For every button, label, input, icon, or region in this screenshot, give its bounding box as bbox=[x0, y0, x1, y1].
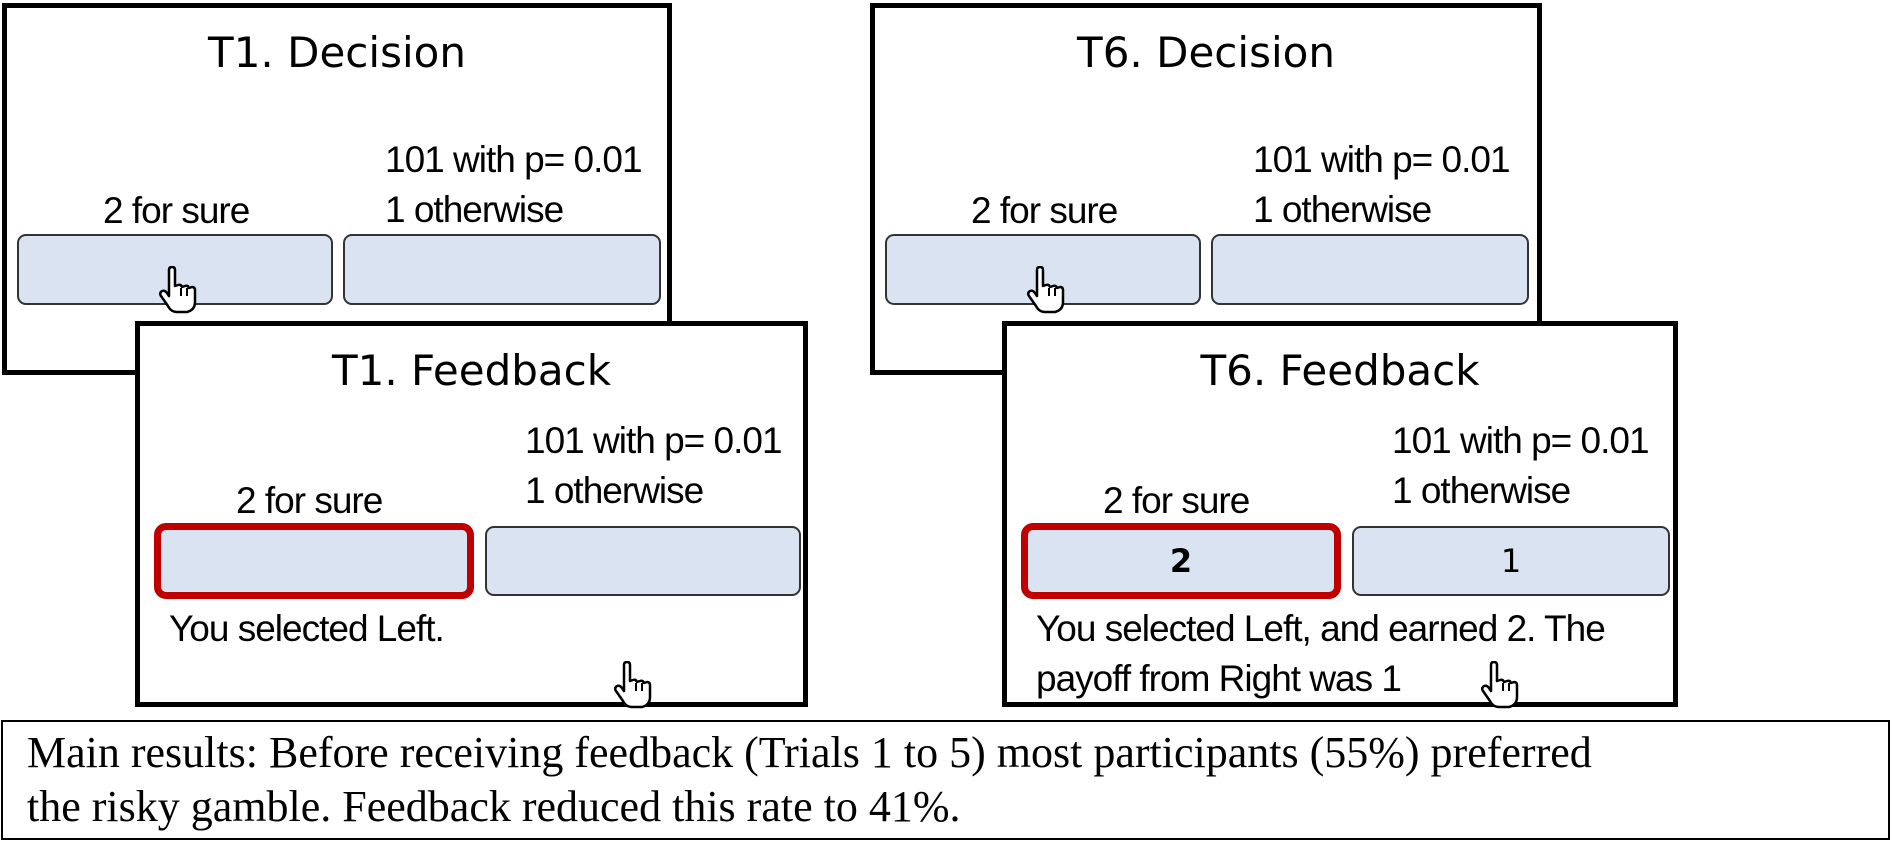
left-option-label: 2 for sure bbox=[1103, 480, 1250, 521]
right-option-button[interactable]: 1 bbox=[1352, 526, 1670, 596]
caption-line2: the risky gamble. Feedback reduced this … bbox=[27, 782, 961, 831]
left-option-label: 2 for sure bbox=[103, 190, 250, 231]
caption-line1: Main results: Before receiving feedback … bbox=[27, 728, 1592, 777]
right-option-label-line1: 101 with p= 0.01 bbox=[1392, 420, 1650, 461]
panel-title: T6. Decision bbox=[1077, 28, 1335, 77]
t1-decision-panel: T1. Decision 2 for sure 101 with p= 0.01… bbox=[2, 3, 672, 375]
feedback-message-line1: You selected Left, and earned 2. The bbox=[1036, 608, 1606, 649]
right-option-label-line2: 1 otherwise bbox=[385, 189, 564, 230]
hand-pointer-icon bbox=[1026, 266, 1065, 314]
left-option-button-selected[interactable]: 2 bbox=[1021, 523, 1341, 599]
panel-title: T1. Decision bbox=[208, 28, 466, 77]
right-option-button[interactable] bbox=[1211, 234, 1529, 305]
right-option-button[interactable] bbox=[485, 526, 801, 596]
t1-feedback-panel: T1. Feedback 2 for sure 101 with p= 0.01… bbox=[135, 321, 808, 709]
left-option-label: 2 for sure bbox=[236, 480, 383, 521]
left-option-button-selected[interactable] bbox=[154, 523, 474, 599]
feedback-message-line2: payoff from Right was 1 bbox=[1036, 658, 1402, 699]
right-option-label-line1: 101 with p= 0.01 bbox=[525, 420, 783, 461]
left-option-label: 2 for sure bbox=[971, 190, 1118, 231]
right-option-label-line1: 101 with p= 0.01 bbox=[385, 139, 643, 180]
t6-feedback-panel: T6. Feedback 2 for sure 101 with p= 0.01… bbox=[1002, 321, 1678, 709]
results-caption: Main results: Before receiving feedback … bbox=[1, 720, 1890, 840]
right-option-label-line2: 1 otherwise bbox=[525, 470, 704, 511]
hand-pointer-icon bbox=[613, 661, 652, 709]
right-option-label-line2: 1 otherwise bbox=[1253, 189, 1432, 230]
right-option-button[interactable] bbox=[343, 234, 661, 305]
feedback-message: You selected Left. bbox=[169, 608, 445, 649]
hand-pointer-icon bbox=[158, 266, 197, 314]
right-option-label-line2: 1 otherwise bbox=[1392, 470, 1571, 511]
panel-title: T6. Feedback bbox=[1200, 346, 1480, 395]
hand-pointer-icon bbox=[1480, 661, 1519, 709]
t6-decision-panel: T6. Decision 2 for sure 101 with p= 0.01… bbox=[870, 3, 1542, 375]
right-option-label-line1: 101 with p= 0.01 bbox=[1253, 139, 1511, 180]
panel-title: T1. Feedback bbox=[331, 346, 612, 395]
